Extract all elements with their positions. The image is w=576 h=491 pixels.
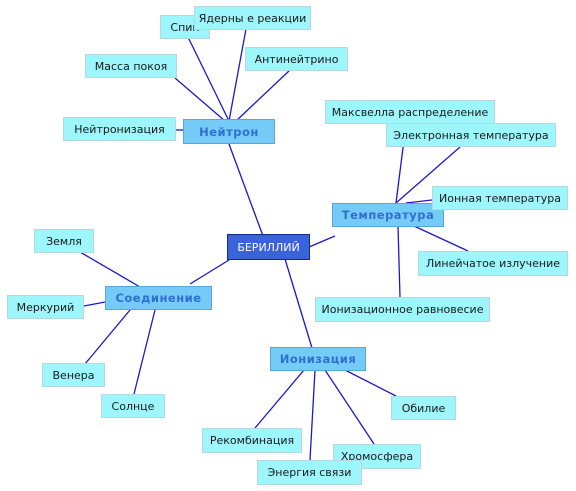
leaf-ionization-equilibrium[interactable]: Ионизационное равновесие xyxy=(315,297,490,322)
edge-root-temperature xyxy=(308,235,336,248)
leaf-sun[interactable]: Солнце xyxy=(101,394,165,418)
edge-temp-electron xyxy=(395,146,461,204)
edge-temp-ion xyxy=(405,199,433,204)
leaf-recombination[interactable]: Рекомбинация xyxy=(202,428,302,453)
leaf-nuclear-reactions[interactable]: Ядерны е реакции xyxy=(194,6,311,30)
edge-ion-binding xyxy=(309,369,316,461)
branch-compound[interactable]: Соединение xyxy=(105,286,212,310)
edge-temp-ioneq xyxy=(397,225,401,298)
edge-neutron-rest-mass xyxy=(174,77,226,122)
edge-root-neutron xyxy=(228,143,264,237)
leaf-mercury[interactable]: Меркурий xyxy=(7,295,84,319)
leaf-abundance[interactable]: Обилие xyxy=(391,396,456,420)
edge-ion-abundance xyxy=(344,369,397,397)
edge-root-compound xyxy=(189,259,230,285)
leaf-line-radiation[interactable]: Линейчатое излучение xyxy=(418,251,568,276)
edge-neutron-spin xyxy=(187,36,230,122)
edge-ion-chromosphere xyxy=(324,369,375,445)
branch-temperature[interactable]: Температура xyxy=(332,203,444,227)
edge-compound-venus xyxy=(84,309,131,365)
branch-ionization[interactable]: Ионизация xyxy=(270,347,366,371)
edge-neutron-nuclear xyxy=(228,28,247,122)
edge-compound-mercury xyxy=(83,301,106,307)
leaf-maxwell[interactable]: Максвелла распределение xyxy=(325,100,495,124)
leaf-electron-temperature[interactable]: Электронная температура xyxy=(386,123,556,147)
edge-root-ionization xyxy=(284,258,313,349)
edge-compound-earth xyxy=(79,251,141,288)
edge-temp-line xyxy=(413,225,469,252)
leaf-antineutrino[interactable]: Антинейтрино xyxy=(245,47,348,71)
branch-neutron[interactable]: Нейтрон xyxy=(183,119,275,144)
edge-neutron-antineutrino xyxy=(235,69,291,122)
leaf-ion-temperature[interactable]: Ионная температура xyxy=(432,186,568,210)
edge-ion-recombination xyxy=(254,369,305,429)
leaf-neutronization[interactable]: Нейтронизация xyxy=(63,117,176,141)
leaf-binding-energy[interactable]: Энергия связи xyxy=(257,460,362,485)
root-node[interactable]: БЕРИЛЛИЙ xyxy=(227,234,310,260)
leaf-venus[interactable]: Венера xyxy=(42,363,105,387)
edge-compound-sun xyxy=(133,309,156,395)
leaf-rest-mass[interactable]: Масса покоя xyxy=(85,54,177,78)
leaf-earth[interactable]: Земля xyxy=(34,229,94,253)
